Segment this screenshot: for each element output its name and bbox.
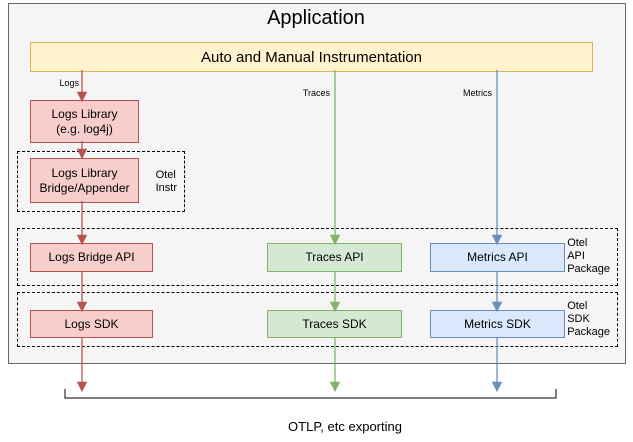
logs-library-node: Logs Library (e.g. log4j): [30, 100, 139, 143]
export-bracket: [64, 389, 557, 399]
logs-sdk-node: Logs SDK: [30, 310, 153, 338]
application-title: Application: [267, 7, 365, 29]
logs-bridge-api-node: Logs Bridge API: [30, 243, 153, 272]
metrics-flow-label: Metrics: [463, 88, 492, 98]
traces-flow-label: Traces: [302, 88, 330, 98]
metrics-sdk-node: Metrics SDK: [430, 310, 565, 338]
logs-flow-label: Logs: [59, 78, 79, 88]
instrumentation-bar: Auto and Manual Instrumentation: [30, 42, 593, 72]
otel-instr-group: Otel Instr: [17, 151, 185, 212]
exporting-label: OTLP, etc exporting: [288, 419, 402, 434]
otel-api-package-group: Otel API Package: [17, 228, 618, 286]
otel-sdk-package-label: Otel SDK Package: [567, 299, 610, 339]
metrics-api-node: Metrics API: [430, 243, 565, 272]
traces-sdk-node: Traces SDK: [267, 310, 402, 338]
traces-api-node: Traces API: [267, 243, 402, 272]
otel-api-package-label: Otel API Package: [567, 237, 610, 276]
logs-bridge-node: Logs Library Bridge/Appender: [30, 158, 139, 203]
otel-sdk-package-group: Otel SDK Package: [17, 292, 618, 347]
otel-instr-group-label: Otel Instr: [155, 168, 177, 194]
